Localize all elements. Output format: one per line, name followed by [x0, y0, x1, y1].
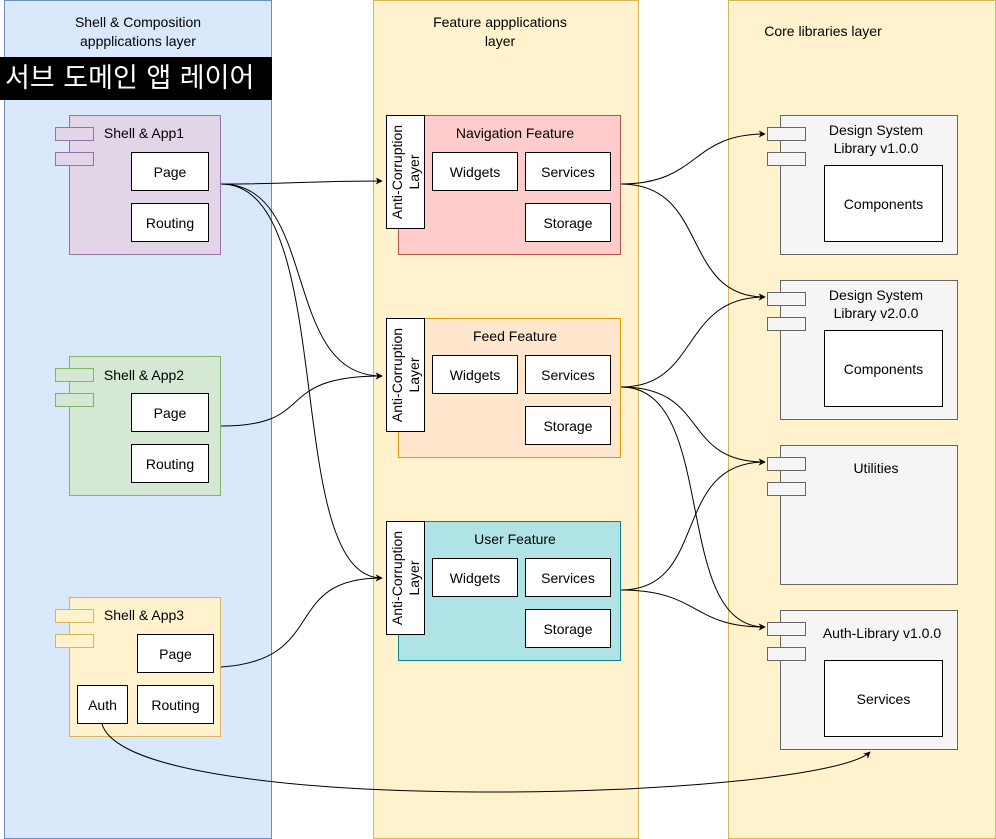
- edge-feed-to-utilities: [620, 386, 766, 466]
- edge-navigation-to-ds-v1: [620, 130, 766, 185]
- feed-feature-title: Feed Feature: [472, 328, 558, 344]
- edge-user-to-auth: [620, 589, 766, 631]
- edge-app1-to-feed: [220, 183, 383, 380]
- feed-acl[interactable]: Anti-Corruption Layer: [386, 318, 425, 432]
- design-system-v2-tab-top: [767, 292, 806, 306]
- shell-app3-auth[interactable]: Auth: [77, 685, 128, 724]
- design-system-v2-tab-bottom: [767, 317, 806, 331]
- shell-app3-page[interactable]: Page: [137, 634, 214, 673]
- shell-app2-routing[interactable]: Routing: [131, 444, 209, 483]
- utilities-title: Utilities: [853, 460, 899, 476]
- navigation-storage[interactable]: Storage: [525, 203, 611, 242]
- edge-user-to-utilities: [620, 458, 766, 591]
- navigation-feature-title: Navigation Feature: [455, 125, 575, 141]
- navigation-acl[interactable]: Anti-Corruption Layer: [386, 115, 425, 229]
- navigation-widgets[interactable]: Widgets: [432, 152, 518, 191]
- design-system-v1-tab-top: [767, 127, 806, 141]
- edge-auth-to-auth-library: [101, 723, 871, 793]
- user-acl[interactable]: Anti-Corruption Layer: [386, 521, 425, 635]
- core-layer-title: Core libraries layer: [764, 23, 882, 39]
- user-feature-title: User Feature: [474, 531, 556, 547]
- shell-app2-title: Shell & App2: [103, 367, 185, 383]
- shell-app3-tab-bottom: [55, 634, 94, 648]
- edge-feed-to-auth: [620, 386, 766, 631]
- shell-app1-tab-top: [55, 127, 94, 141]
- auth-library-title: Auth-Library v1.0.0: [822, 625, 942, 641]
- feed-services[interactable]: Services: [525, 355, 611, 394]
- auth-library-tab-bottom: [767, 647, 806, 661]
- auth-library-tab-top: [767, 622, 806, 636]
- shell-app3-title: Shell & App3: [103, 607, 185, 623]
- user-storage[interactable]: Storage: [525, 609, 611, 648]
- edge-app1-to-user: [220, 183, 383, 582]
- design-system-v2-components[interactable]: Components: [824, 330, 943, 407]
- shell-app2-tab-bottom: [55, 393, 94, 407]
- utilities-tab-top: [767, 457, 806, 471]
- subdomain-banner: 서브 도메인 앱 레이어: [0, 57, 272, 100]
- shell-app2-page[interactable]: Page: [131, 393, 209, 432]
- edge-app2-to-feed: [220, 372, 383, 427]
- shell-app1-page[interactable]: Page: [131, 152, 209, 191]
- edge-feed-to-ds-v2: [620, 293, 766, 388]
- shell-app3-routing[interactable]: Routing: [137, 685, 214, 724]
- shell-app1-title: Shell & App1: [103, 125, 185, 141]
- edge-app3-to-user: [220, 574, 383, 668]
- utilities-library: [780, 445, 958, 585]
- shell-app1-tab-bottom: [55, 152, 94, 166]
- user-widgets[interactable]: Widgets: [432, 558, 518, 597]
- edge-app1-to-navigation: [220, 177, 383, 185]
- navigation-services[interactable]: Services: [525, 152, 611, 191]
- shell-app3-tab-top: [55, 609, 94, 623]
- feed-storage[interactable]: Storage: [525, 406, 611, 445]
- user-services[interactable]: Services: [525, 558, 611, 597]
- auth-library-services[interactable]: Services: [824, 660, 943, 737]
- shell-app1-routing[interactable]: Routing: [131, 203, 209, 242]
- feed-widgets[interactable]: Widgets: [432, 355, 518, 394]
- design-system-v1-tab-bottom: [767, 152, 806, 166]
- utilities-tab-bottom: [767, 482, 806, 496]
- design-system-v1-components[interactable]: Components: [824, 165, 943, 242]
- shell-app2-tab-top: [55, 368, 94, 382]
- edge-navigation-to-ds-v2: [620, 183, 766, 301]
